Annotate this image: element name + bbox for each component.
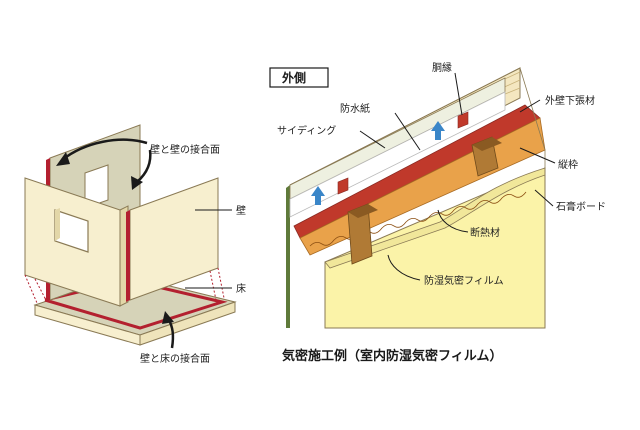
leader-gypsum [534, 189, 554, 207]
section-caption: 気密施工例（室内防湿気密フィルム） [282, 348, 502, 364]
right-wall-seal [126, 210, 130, 302]
stud-left-top [348, 204, 378, 218]
floor-slab-front-right [139, 301, 236, 346]
outside-title: 外側 [282, 70, 306, 85]
leader-siding [359, 130, 386, 149]
label-sheathing: 外壁下張材 [545, 94, 595, 107]
furring-tab-2 [457, 111, 469, 129]
wall-wall-arrow [61, 138, 148, 161]
left-wall-window-reveal [55, 208, 60, 241]
label-stud: 縦枠 [558, 158, 578, 171]
airflow-arrow-1 [311, 186, 325, 205]
label-waterproof-paper: 防水紙 [340, 102, 370, 115]
furring-tab-1 [337, 177, 349, 195]
label-wall-wall-joint: 壁と壁の接合面 [150, 143, 220, 156]
label-furring: 胴縁 [432, 61, 452, 74]
label-insulation: 断熱材 [470, 226, 500, 239]
wall-wall-arrow-head-down [131, 176, 143, 190]
guide-right-mid [209, 270, 217, 301]
stud-right-top [472, 137, 502, 151]
guide-left-mid [34, 278, 47, 301]
label-vapor-film: 防湿気密フィルム [424, 274, 504, 287]
guide-right-bottom [217, 267, 225, 299]
label-wall: 壁 [236, 204, 246, 217]
back-wall-window [84, 164, 109, 209]
right-wall-panel [129, 177, 219, 301]
guide-left-bottom [24, 274, 38, 304]
leader-furring [454, 72, 463, 116]
label-siding: サイディング [277, 124, 336, 137]
section-outline [289, 67, 546, 329]
wall-wall-arrow-head-left [56, 152, 70, 166]
siding-edge [286, 185, 290, 328]
wall-floor-arrow-head [162, 311, 174, 324]
leader-sheathing [519, 99, 541, 113]
leader-waterproof [394, 112, 421, 151]
left-joint-illustration: 壁と壁の接合面 壁 床 壁と床の接合面 [24, 124, 246, 365]
leader-vapor-film [387, 254, 421, 281]
wall-section-illustration: 外側 [269, 61, 606, 364]
outside-title-box [269, 67, 329, 88]
leader-stud [519, 147, 556, 164]
leader-insulation [437, 209, 469, 233]
label-floor: 床 [236, 282, 246, 295]
insulation-texture [309, 191, 527, 247]
airflow-arrow-2 [431, 121, 445, 140]
label-wall-floor-joint: 壁と床の接合面 [140, 352, 210, 365]
label-gypsum-board: 石膏ボード [556, 200, 606, 213]
